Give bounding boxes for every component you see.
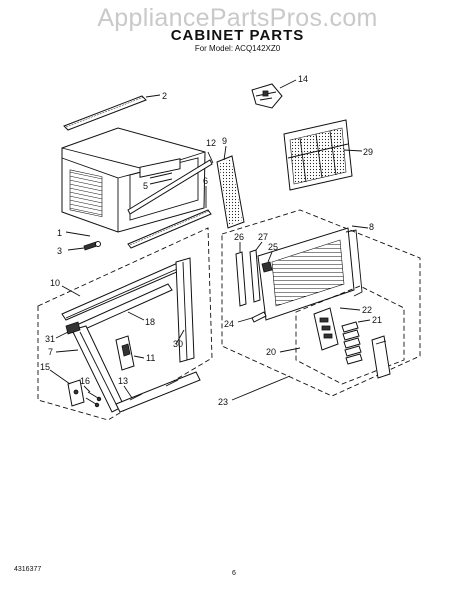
callout-23: 23 bbox=[218, 397, 228, 407]
callout-2: 2 bbox=[162, 91, 167, 101]
callout-3: 3 bbox=[57, 246, 62, 256]
control-cover[interactable] bbox=[371, 335, 391, 379]
leader-11 bbox=[133, 355, 145, 359]
leader-23 bbox=[231, 375, 291, 401]
leader-13 bbox=[123, 385, 133, 399]
watermark: AppliancePartsPros.com bbox=[97, 4, 378, 32]
part-27-side-strip[interactable] bbox=[249, 249, 261, 303]
leader-18 bbox=[127, 311, 145, 321]
leader-9 bbox=[223, 145, 227, 161]
page-title: CABINET PARTS bbox=[170, 27, 305, 44]
leader-12 bbox=[207, 151, 214, 164]
callout-15: 15 bbox=[40, 362, 50, 372]
callout-25: 25 bbox=[268, 242, 278, 252]
callout-13: 13 bbox=[118, 376, 128, 386]
callout-1: 1 bbox=[57, 228, 62, 238]
leader-14 bbox=[279, 79, 297, 89]
callout-7: 7 bbox=[48, 347, 53, 357]
part-26-side-strip[interactable] bbox=[235, 251, 247, 307]
part-16-screws[interactable] bbox=[85, 391, 102, 408]
leader-30 bbox=[175, 329, 185, 345]
leader-25 bbox=[267, 251, 273, 263]
part-13-bottom-rail[interactable] bbox=[115, 371, 201, 413]
leader-3 bbox=[67, 247, 85, 251]
part-24-pin[interactable] bbox=[251, 311, 267, 323]
leader-8 bbox=[351, 225, 369, 229]
callout-26: 26 bbox=[234, 232, 244, 242]
document-number: 4316377 bbox=[14, 566, 42, 573]
callout-29: 29 bbox=[363, 147, 373, 157]
callout-8: 8 bbox=[369, 222, 374, 232]
leader-22 bbox=[339, 307, 361, 311]
page-number: 6 bbox=[232, 570, 236, 577]
part-2-top-strip[interactable] bbox=[63, 95, 147, 131]
leader-29 bbox=[343, 149, 363, 152]
callout-10: 10 bbox=[50, 278, 60, 288]
part-29-grille-panel[interactable] bbox=[283, 119, 353, 191]
part-14-bracket[interactable] bbox=[251, 83, 283, 109]
callout-9: 9 bbox=[222, 136, 227, 146]
leader-16 bbox=[83, 385, 91, 393]
callout-22: 22 bbox=[362, 305, 372, 315]
callout-16: 16 bbox=[80, 376, 90, 386]
leader-2 bbox=[145, 94, 161, 98]
part-11-clip[interactable] bbox=[115, 335, 135, 371]
leader-7 bbox=[55, 349, 79, 353]
callout-27: 27 bbox=[258, 232, 268, 242]
part-31-corner-piece[interactable] bbox=[65, 321, 81, 335]
callout-5: 5 bbox=[143, 181, 148, 191]
model-subtitle: For Model: ACQ142XZ0 bbox=[194, 44, 281, 53]
part-6-lower-rail[interactable] bbox=[127, 209, 212, 249]
callout-30: 30 bbox=[173, 339, 183, 349]
part-3-screw[interactable] bbox=[83, 241, 101, 251]
leader-10 bbox=[61, 285, 81, 297]
callout-11: 11 bbox=[146, 353, 155, 363]
callout-24: 24 bbox=[224, 319, 234, 329]
leader-1 bbox=[65, 231, 91, 237]
callout-20: 20 bbox=[266, 347, 276, 357]
callout-31: 31 bbox=[45, 334, 55, 344]
leader-15 bbox=[49, 369, 71, 385]
leader-20 bbox=[279, 347, 301, 353]
leader-27 bbox=[255, 241, 263, 251]
part-21-buttons[interactable] bbox=[341, 321, 363, 365]
callout-6: 6 bbox=[203, 176, 208, 186]
cabinet-shell[interactable] bbox=[61, 127, 206, 233]
callout-21: 21 bbox=[372, 315, 382, 325]
front-assembly-outline bbox=[221, 209, 421, 397]
leader-24 bbox=[237, 317, 253, 323]
part-12-rail[interactable] bbox=[127, 159, 213, 215]
part-22-control-bracket[interactable] bbox=[313, 307, 339, 351]
part-9-filter-pad[interactable] bbox=[216, 155, 245, 229]
part-8-front-panel[interactable] bbox=[257, 227, 363, 321]
part-15-mounting-bracket[interactable] bbox=[67, 379, 85, 407]
callout-18: 18 bbox=[145, 317, 155, 327]
callout-12: 12 bbox=[206, 138, 216, 148]
part-25-latch[interactable] bbox=[261, 261, 273, 273]
leader-31 bbox=[55, 331, 69, 339]
control-group-outline bbox=[295, 285, 405, 385]
callout-14: 14 bbox=[298, 74, 308, 84]
leader-21 bbox=[357, 319, 371, 323]
